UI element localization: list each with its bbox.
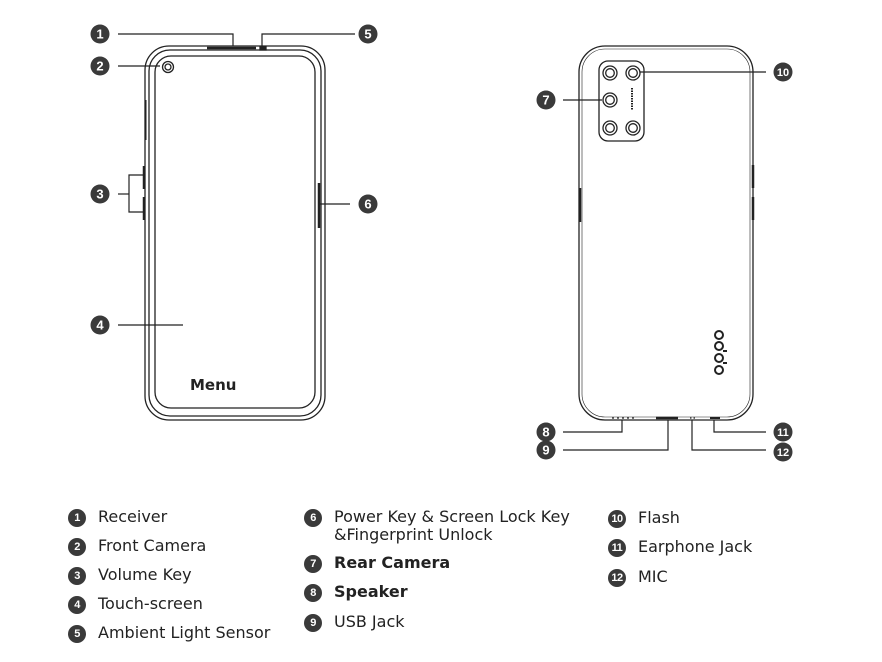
front-camera <box>161 60 175 74</box>
legend-item-front-camera: 2 Front Camera <box>68 537 206 556</box>
legend-label: Front Camera <box>98 536 207 555</box>
front-camera-lens <box>164 63 172 71</box>
legend-label: Rear Camera <box>334 553 451 572</box>
rear-camera-4 <box>625 120 641 136</box>
svg-text:3: 3 <box>96 187 103 202</box>
camera-module <box>598 60 645 142</box>
callout-line-1 <box>118 33 234 46</box>
oppo-logo <box>714 330 727 375</box>
marker-7: 7 <box>536 90 556 110</box>
phone-diagram: Menu 1 5 2 3 6 4 <box>90 24 793 462</box>
callout-line-8 <box>563 420 623 433</box>
legend-item-mic: 12 MIC <box>608 568 668 587</box>
legend-badge: 3 <box>68 567 86 585</box>
legend-label: Earphone Jack <box>638 537 753 556</box>
callout-line-3-bracket <box>128 174 143 213</box>
legend-badge: 2 <box>68 538 86 556</box>
flash-inner <box>628 68 638 78</box>
legend-label: Ambient Light Sensor <box>98 623 271 642</box>
marker-1: 1 <box>90 24 110 44</box>
legend-label: Power Key & Screen Lock Key &Fingerprint… <box>334 508 570 544</box>
svg-text:2: 2 <box>96 59 103 74</box>
front-phone <box>142 45 326 421</box>
rear-camera-4-lens <box>628 123 638 133</box>
svg-text:6: 6 <box>364 197 371 212</box>
marker-4: 4 <box>90 315 110 335</box>
svg-text:9: 9 <box>542 443 549 458</box>
callout-line-9 <box>563 420 669 451</box>
svg-text:7: 7 <box>542 93 549 108</box>
legend-item-rear-camera: 7 Rear Camera <box>304 554 450 573</box>
marker-9: 9 <box>536 440 556 460</box>
legend-item-touch-screen: 4 Touch-screen <box>68 595 203 614</box>
svg-text:10: 10 <box>777 67 789 79</box>
front-mid-frame <box>148 49 322 417</box>
front-callout-lines <box>118 33 355 326</box>
callout-line-5 <box>261 33 355 46</box>
back-callout-lines <box>563 71 766 451</box>
touch-screen <box>154 55 316 409</box>
legend-label: MIC <box>638 567 668 586</box>
legend-item-receiver: 1 Receiver <box>68 508 167 527</box>
rear-camera-1-lens <box>605 68 615 78</box>
back-inner-frame <box>581 48 751 418</box>
legend-label: Touch-screen <box>98 594 203 613</box>
legend-badge: 8 <box>304 584 322 602</box>
menu-label: Menu <box>190 376 236 394</box>
legend-label-line2: &Fingerprint Unlock <box>334 525 493 544</box>
legend-badge: 10 <box>608 510 626 528</box>
marker-12: 12 <box>773 442 793 462</box>
legend-label-line1: Power Key & Screen Lock Key <box>334 507 570 526</box>
svg-text:12: 12 <box>777 447 789 459</box>
marker-2: 2 <box>90 56 110 76</box>
legend-item-earphone-jack: 11 Earphone Jack <box>608 538 752 557</box>
svg-text:8: 8 <box>542 425 549 440</box>
front-outer-frame <box>144 45 326 421</box>
legend-item-flash: 10 Flash <box>608 509 680 528</box>
svg-text:11: 11 <box>777 427 789 439</box>
legend-label: USB Jack <box>334 612 405 631</box>
svg-text:4: 4 <box>96 318 104 333</box>
svg-text:5: 5 <box>364 27 371 42</box>
legend-item-volume-key: 3 Volume Key <box>68 566 192 585</box>
legend-badge: 1 <box>68 509 86 527</box>
legend-badge: 9 <box>304 614 322 632</box>
legend-badge: 11 <box>608 539 626 557</box>
marker-11: 11 <box>773 422 793 442</box>
legend-badge: 6 <box>304 509 322 527</box>
legend-badge: 7 <box>304 555 322 573</box>
svg-text:1: 1 <box>96 27 103 42</box>
legend-label: Speaker <box>334 582 408 601</box>
rear-camera-1 <box>602 65 618 81</box>
legend-item-usb-jack: 9 USB Jack <box>304 613 405 632</box>
rear-camera-2 <box>602 92 618 108</box>
marker-5: 5 <box>358 24 378 44</box>
marker-6: 6 <box>358 194 378 214</box>
rear-camera-2-lens <box>605 95 615 105</box>
legend-badge: 12 <box>608 569 626 587</box>
legend-label: Receiver <box>98 507 168 526</box>
rear-camera-3 <box>602 120 618 136</box>
marker-3: 3 <box>90 184 110 204</box>
marker-10: 10 <box>773 62 793 82</box>
legend-badge: 5 <box>68 625 86 643</box>
light-sensor <box>259 46 267 51</box>
legend-item-power-key: 6 Power Key & Screen Lock Key &Fingerpri… <box>304 508 570 544</box>
callout-line-12 <box>691 420 766 451</box>
legend-label: Volume Key <box>98 565 192 584</box>
marker-8: 8 <box>536 422 556 442</box>
rear-camera-3-lens <box>605 123 615 133</box>
legend-badge: 4 <box>68 596 86 614</box>
legend-label: Flash <box>638 508 680 527</box>
callout-line-11 <box>713 420 766 433</box>
back-outer-frame <box>578 45 754 421</box>
flash <box>625 65 641 81</box>
legend-item-ambient-light-sensor: 5 Ambient Light Sensor <box>68 624 270 643</box>
back-phone <box>578 45 755 421</box>
legend-item-speaker: 8 Speaker <box>304 583 408 602</box>
